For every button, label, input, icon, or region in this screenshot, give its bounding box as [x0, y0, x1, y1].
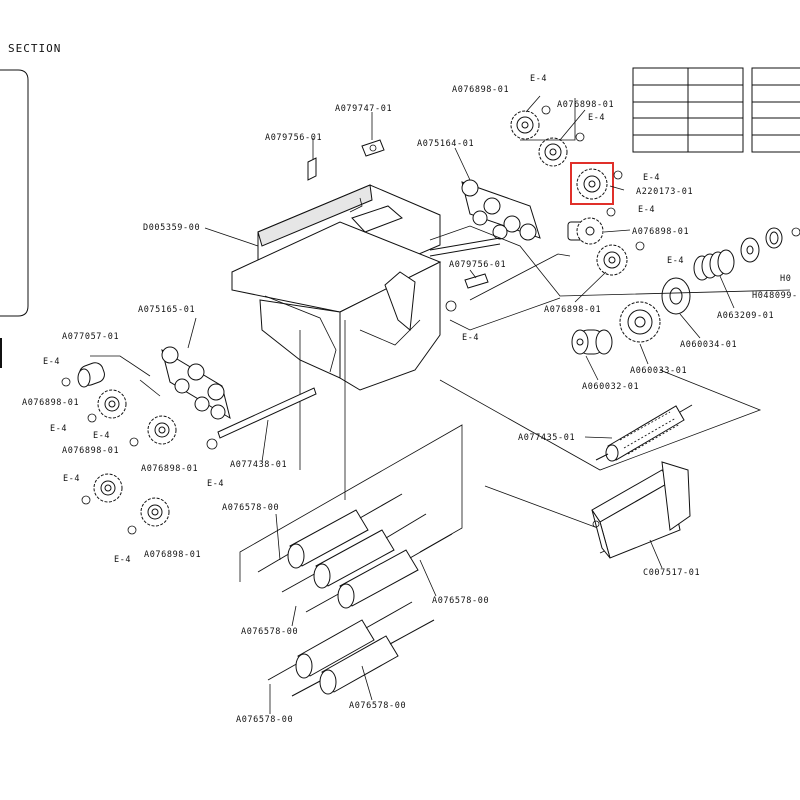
label-A076898-01-l3: A076898-01: [141, 464, 198, 474]
frame-C007517: [591, 461, 691, 559]
label-A079756-01-mid: A079756-01: [449, 260, 506, 270]
washer-H048099: [740, 237, 760, 263]
label-E4-a: E-4: [530, 74, 547, 84]
label-E4-d: E-4: [638, 205, 655, 215]
roller-A076578-2: [281, 513, 427, 593]
label-A060032-01: A060032-01: [582, 382, 639, 392]
bushing-A077057: [77, 362, 105, 388]
label-A060033-01: A060033-01: [630, 366, 687, 376]
label-E4-e: E-4: [667, 256, 684, 266]
leader-right-1: [469, 253, 571, 301]
roller-A076578-3: [305, 533, 453, 613]
clip-A079747: [361, 139, 385, 157]
label-A076898-01-mid: A076898-01: [632, 227, 689, 237]
gear-A076898-l1: [97, 389, 127, 419]
label-A076898-01-top2: A076898-01: [557, 100, 614, 110]
label-E4-l5: E-4: [63, 474, 80, 484]
roller-A076578-5: [291, 619, 435, 697]
label-E4-l6: E-4: [114, 555, 131, 565]
label-E4-c: E-4: [643, 173, 660, 183]
label-H0: H0: [780, 274, 791, 284]
gear-A076898-top2: [538, 137, 568, 167]
label-A063209-01: A063209-01: [717, 311, 774, 321]
spring-A063209: [693, 249, 735, 281]
label-A079747-01: A079747-01: [335, 104, 392, 114]
label-A077438-01: A077438-01: [230, 460, 287, 470]
bracket-top: [520, 98, 576, 141]
roller-A077435: [595, 404, 693, 462]
leader-right-2: [449, 297, 561, 331]
gear-A060033: [619, 301, 661, 343]
linkage-A075164: [429, 179, 541, 257]
gear-A076898-l4: [140, 497, 170, 527]
label-A077435-01: A077435-01: [518, 433, 575, 443]
highlight-box: [570, 162, 614, 205]
label-C007517-01: C007517-01: [643, 568, 700, 578]
label-A076578-00-b: A076578-00: [432, 596, 489, 606]
e-ring-far-right: [791, 227, 800, 237]
label-A076578-00-c: A076578-00: [241, 627, 298, 637]
section-label: SECTION: [8, 42, 61, 55]
washer-H0: [765, 227, 783, 249]
label-E4-l3: E-4: [93, 431, 110, 441]
roller-A076578-1: [257, 493, 403, 573]
leader-lines: [187, 95, 735, 714]
gear-A076898-top: [510, 110, 540, 140]
leader-left-2: [139, 379, 161, 397]
label-A076898-01-top: A076898-01: [452, 85, 509, 95]
clip-A079756-top: [307, 157, 317, 181]
reference-table-2: [751, 67, 800, 153]
gear-A076898-mid2: [596, 244, 628, 276]
bushing-A060034: [661, 277, 691, 315]
e-ring-clips-top: [445, 105, 645, 312]
label-A077057-01: A077057-01: [62, 332, 119, 342]
label-E4-l2: E-4: [50, 424, 67, 434]
label-A076898-01-l4: A076898-01: [144, 550, 201, 560]
roller-A076578-4: [267, 601, 413, 681]
label-A076578-00-a: A076578-00: [222, 503, 279, 513]
main-housing: [231, 184, 442, 500]
label-E4-b: E-4: [588, 113, 605, 123]
label-A076898-01-mid2: A076898-01: [544, 305, 601, 315]
label-A079756-01-top: A079756-01: [265, 133, 322, 143]
side-panel-frame: [0, 69, 29, 317]
bracket-roller-region: [439, 369, 762, 471]
gear-A220173: [576, 168, 608, 200]
gear-A076898-l3: [93, 473, 123, 503]
label-A076898-01-l1: A076898-01: [22, 398, 79, 408]
leader-left-1: [90, 355, 151, 377]
label-D005359-00: D005359-00: [143, 223, 200, 233]
gear-A076898-mid: [567, 217, 604, 245]
side-marker: [0, 338, 2, 368]
label-E4-l1: E-4: [43, 357, 60, 367]
bracket-right: [429, 225, 791, 297]
label-A075164-01: A075164-01: [417, 139, 474, 149]
gear-A076898-l2: [147, 415, 177, 445]
label-A076578-00-e: A076578-00: [236, 715, 293, 725]
label-A076898-01-l2: A076898-01: [62, 446, 119, 456]
label-A076578-00-d: A076578-00: [349, 701, 406, 711]
reference-table-1: [632, 67, 744, 153]
clip-A079756-mid: [464, 273, 489, 289]
shaft-A077438: [217, 387, 317, 439]
label-H048099: H048099-: [752, 291, 798, 301]
e-ring-clips-left: [61, 377, 218, 535]
linkage-A075165: [161, 346, 231, 420]
label-A075165-01: A075165-01: [138, 305, 195, 315]
label-E4-l4: E-4: [207, 479, 224, 489]
label-E4-f: E-4: [462, 333, 479, 343]
roller-A060032: [571, 329, 613, 355]
label-A060034-01: A060034-01: [680, 340, 737, 350]
label-A220173-01: A220173-01: [636, 187, 693, 197]
